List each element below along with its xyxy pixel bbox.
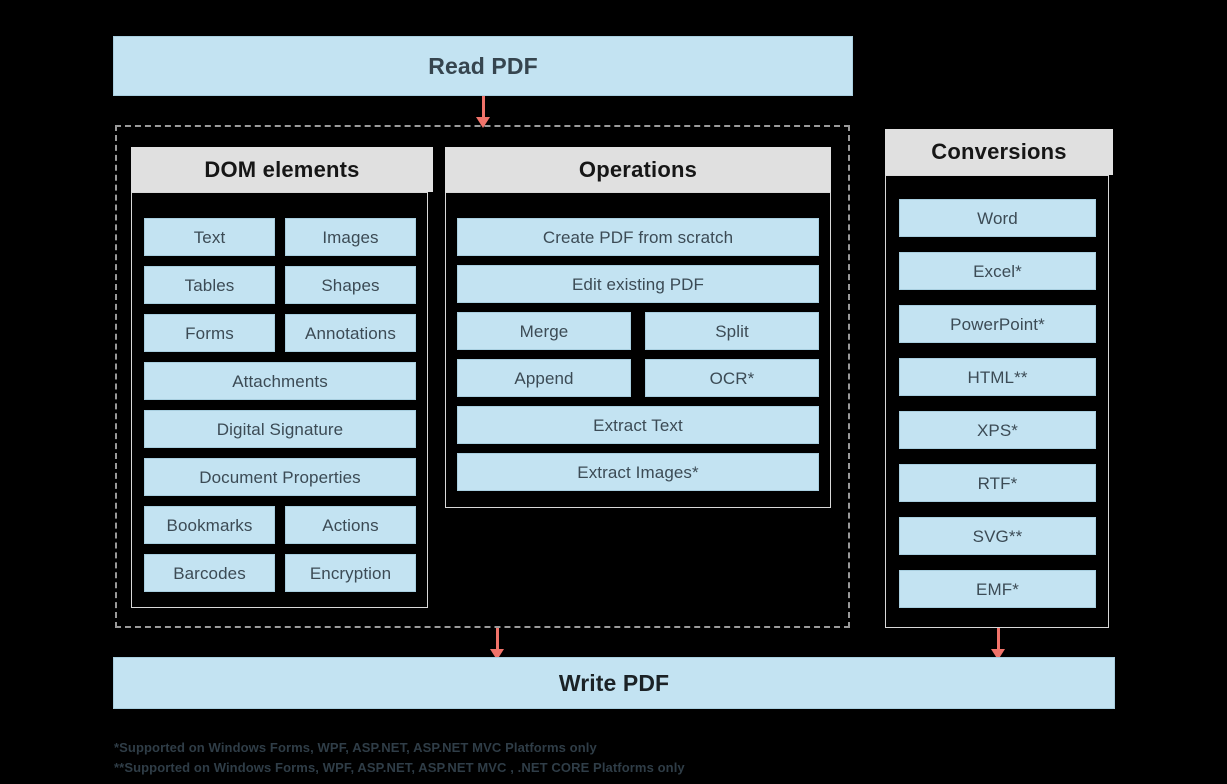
read-pdf-banner[interactable]: Read PDF [113,36,853,96]
conversion-box-excel[interactable]: Excel* [899,252,1096,290]
ops-box-extract-images[interactable]: Extract Images* [457,453,819,491]
conversion-box-emf[interactable]: EMF* [899,570,1096,608]
operations-panel-body [445,192,831,508]
dom-box-text[interactable]: Text [144,218,275,256]
footnote-double-asterisk: **Supported on Windows Forms, WPF, ASP.N… [114,760,685,775]
dom-elements-panel-title: DOM elements [131,147,433,192]
ops-box-append[interactable]: Append [457,359,631,397]
arrow-read-to-group-icon [476,96,490,128]
dom-box-actions[interactable]: Actions [285,506,416,544]
conversion-box-rtf[interactable]: RTF* [899,464,1096,502]
dom-box-shapes[interactable]: Shapes [285,266,416,304]
arrow-group-to-write-icon [490,628,504,660]
conversion-box-svg[interactable]: SVG** [899,517,1096,555]
dom-box-attachments[interactable]: Attachments [144,362,416,400]
ops-box-split[interactable]: Split [645,312,819,350]
write-pdf-banner[interactable]: Write PDF [113,657,1115,709]
conversions-panel-body [885,175,1109,628]
ops-box-create-pdf-from-scratch[interactable]: Create PDF from scratch [457,218,819,256]
ops-box-extract-text[interactable]: Extract Text [457,406,819,444]
ops-box-edit-existing-pdf[interactable]: Edit existing PDF [457,265,819,303]
dom-box-images[interactable]: Images [285,218,416,256]
conversion-box-xps[interactable]: XPS* [899,411,1096,449]
conversions-panel-title: Conversions [885,129,1113,175]
arrow-shaft [482,96,485,118]
footnotes: *Supported on Windows Forms, WPF, ASP.NE… [114,738,1014,778]
arrow-head [476,117,490,128]
arrow-shaft [997,628,1000,650]
operations-panel-title: Operations [445,147,831,192]
conversion-box-html[interactable]: HTML** [899,358,1096,396]
dom-elements-panel-body [131,192,428,608]
arrow-conversions-to-write-icon [991,628,1005,660]
dom-box-encryption[interactable]: Encryption [285,554,416,592]
conversion-box-powerpoint[interactable]: PowerPoint* [899,305,1096,343]
arrow-head [490,649,504,660]
arrow-shaft [496,628,499,650]
dom-box-tables[interactable]: Tables [144,266,275,304]
dom-box-barcodes[interactable]: Barcodes [144,554,275,592]
ops-box-merge[interactable]: Merge [457,312,631,350]
ops-box-ocr[interactable]: OCR* [645,359,819,397]
conversion-box-word[interactable]: Word [899,199,1096,237]
dom-box-forms[interactable]: Forms [144,314,275,352]
arrow-head [991,649,1005,660]
footnote-single-asterisk: *Supported on Windows Forms, WPF, ASP.NE… [114,740,597,755]
dom-box-bookmarks[interactable]: Bookmarks [144,506,275,544]
dom-box-document-properties[interactable]: Document Properties [144,458,416,496]
dom-box-annotations[interactable]: Annotations [285,314,416,352]
dom-box-digital-signature[interactable]: Digital Signature [144,410,416,448]
core-features-group [115,125,850,628]
